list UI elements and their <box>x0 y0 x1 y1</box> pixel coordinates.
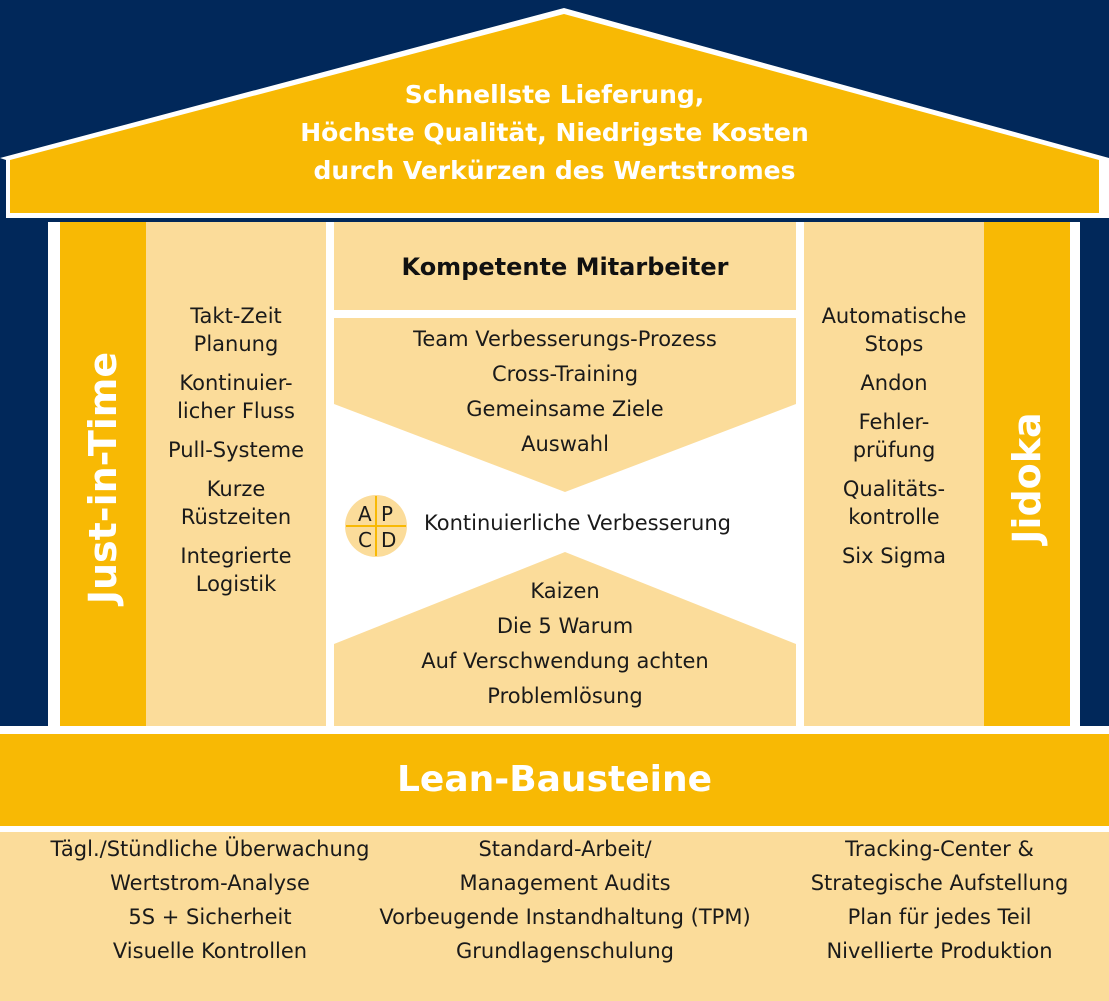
pdca-letter-d: D <box>381 528 397 552</box>
roof-shape <box>0 8 1109 218</box>
list-item: Andon <box>860 371 928 395</box>
roof-line-2: Höchste Qualität, Niedrigste Kosten <box>300 118 809 147</box>
roof-line-3: durch Verkürzen des Wertstromes <box>313 156 796 185</box>
list-item: Standard-Arbeit/ <box>478 837 652 861</box>
list-item: Six Sigma <box>841 544 947 568</box>
right-pillar-band: Jidoka <box>984 222 1070 734</box>
list-item: Qualitäts- kontrolle <box>842 477 946 529</box>
base-col-3: Tracking-Center & Strategische Aufstellu… <box>770 832 1109 968</box>
list-item: Nivellierte Produktion <box>826 939 1053 963</box>
left-pillar-list: Takt-Zeit Planung Kontinuier- licher Flu… <box>146 222 326 734</box>
list-item: Gemeinsame Ziele <box>466 397 664 421</box>
list-item: Kaizen <box>530 579 600 603</box>
roof-title: Schnellste Lieferung, Höchste Qualität, … <box>0 76 1109 190</box>
list-item: Tägl./Stündliche Überwachung <box>50 837 370 861</box>
center-heading: Kompetente Mitarbeiter <box>401 253 729 281</box>
pdca-letter-a: A <box>358 502 372 526</box>
pdca-cycle-icon: A P C D <box>344 494 408 558</box>
left-divider <box>326 222 334 734</box>
right-pillar-border <box>1070 222 1080 734</box>
center-upper-list: Team Verbesserungs-Prozess Cross-Trainin… <box>334 322 796 462</box>
list-item: Takt-Zeit Planung <box>190 304 282 356</box>
list-item: Cross-Training <box>491 362 639 386</box>
list-item: 5S + Sicherheit <box>128 905 292 929</box>
base-col-2: Standard-Arbeit/ Management Audits Vorbe… <box>350 832 780 968</box>
left-pillar-border <box>48 222 60 734</box>
base-divider <box>0 826 1109 832</box>
list-item: Plan für jedes Teil <box>847 905 1032 929</box>
list-item: Die 5 Warum <box>496 614 634 638</box>
just-in-time-label: Just-in-Time <box>81 351 125 605</box>
right-pillar-list: Automatische Stops Andon Fehler- prüfung… <box>804 222 984 734</box>
jidoka-label: Jidoka <box>1005 412 1049 544</box>
list-item: Auswahl <box>521 432 609 456</box>
base-title: Lean-Bausteine <box>0 734 1109 826</box>
center-column: Kompetente Mitarbeiter Team Verbesserung… <box>334 222 796 734</box>
list-item: Tracking-Center & <box>845 837 1034 861</box>
list-item: Pull-Systeme <box>167 438 305 462</box>
roof-line-1: Schnellste Lieferung, <box>404 80 705 109</box>
list-item: Fehler- prüfung <box>852 410 936 462</box>
list-item: Kontinuier- licher Fluss <box>177 371 295 423</box>
base-top-border <box>0 726 1109 734</box>
base-col-1: Tägl./Stündliche Überwachung Wertstrom-A… <box>0 832 420 968</box>
pdca-label: Kontinuierliche Verbesserung <box>424 511 732 535</box>
base-panel: Tägl./Stündliche Überwachung Wertstrom-A… <box>0 832 1109 1001</box>
right-divider <box>796 222 804 734</box>
list-item: Auf Verschwendung achten <box>421 649 709 673</box>
left-pillar-band: Just-in-Time <box>60 222 146 734</box>
center-shapes <box>334 222 796 734</box>
pdca-letter-c: C <box>358 528 372 552</box>
list-item: Wertstrom-Analyse <box>110 871 310 895</box>
list-item: Grundlagenschulung <box>455 939 674 963</box>
list-item: Kurze Rüstzeiten <box>180 477 292 529</box>
list-item: Strategische Aufstellung <box>810 871 1069 895</box>
list-item: Problemlösung <box>487 684 643 708</box>
list-item: Visuelle Kontrollen <box>112 939 308 963</box>
list-item: Integrierte Logistik <box>180 544 292 596</box>
list-item: Team Verbesserungs-Prozess <box>413 327 717 351</box>
list-item: Vorbeugende Instandhaltung (TPM) <box>379 905 751 929</box>
list-item: Management Audits <box>459 871 671 895</box>
center-lower-list: Kaizen Die 5 Warum Auf Verschwendung ach… <box>334 574 796 714</box>
pdca-letter-p: P <box>381 502 394 526</box>
list-item: Automatische Stops <box>821 304 967 356</box>
